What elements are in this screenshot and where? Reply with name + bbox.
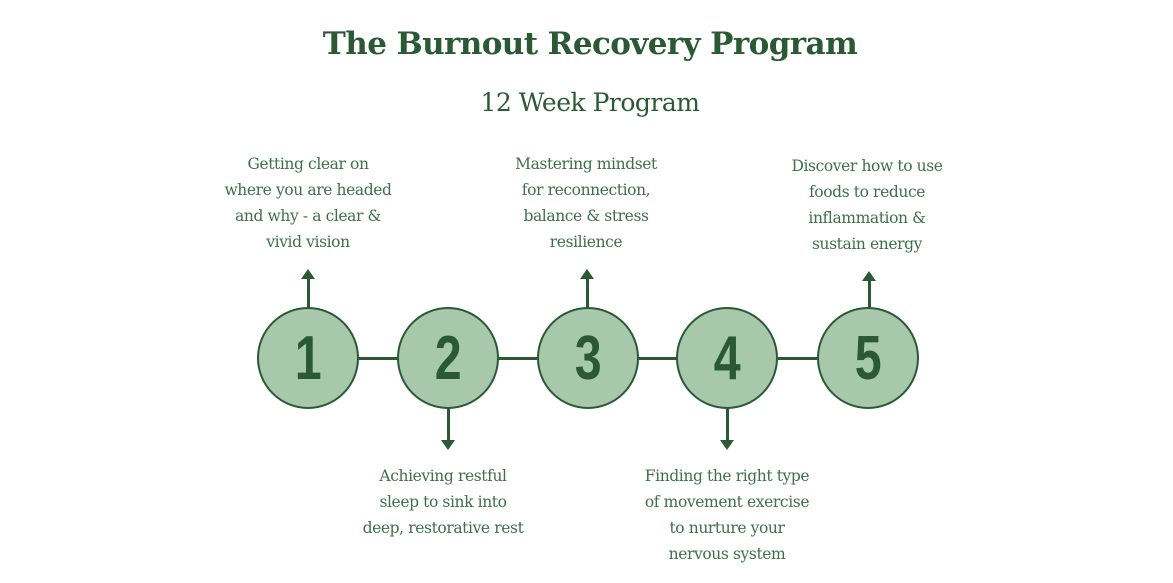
step-number: 2 xyxy=(434,324,462,393)
arrow-up-icon xyxy=(301,269,315,308)
program-subtitle: 12 Week Program xyxy=(480,88,701,117)
connector-1-2 xyxy=(358,357,400,360)
connector-2-3 xyxy=(498,357,540,360)
step-number: 4 xyxy=(713,324,741,393)
arrow-up-icon xyxy=(580,269,594,308)
step-circle-4: 4 xyxy=(676,307,778,409)
step-circle-5: 5 xyxy=(817,307,919,409)
step-number: 5 xyxy=(854,324,882,393)
step-circle-3: 3 xyxy=(537,307,639,409)
arrow-up-icon xyxy=(862,271,876,308)
connector-3-4 xyxy=(638,357,680,360)
step-number: 1 xyxy=(294,324,322,393)
step-circle-2: 2 xyxy=(397,307,499,409)
arrow-down-icon xyxy=(720,408,734,450)
arrow-down-icon xyxy=(441,408,455,450)
step-3-description: Mastering mindset for reconnection, bala… xyxy=(515,155,657,251)
step-5-description: Discover how to use foods to reduce infl… xyxy=(791,157,943,253)
step-2-description: Achieving restful sleep to sink into dee… xyxy=(362,467,524,537)
program-title: The Burnout Recovery Program xyxy=(322,26,858,62)
step-circle-1: 1 xyxy=(257,307,359,409)
connector-4-5 xyxy=(778,357,820,360)
step-1-description: Getting clear on where you are headed an… xyxy=(224,155,392,251)
step-4-description: Finding the right type of movement exerc… xyxy=(644,467,810,563)
step-number: 3 xyxy=(574,324,602,393)
